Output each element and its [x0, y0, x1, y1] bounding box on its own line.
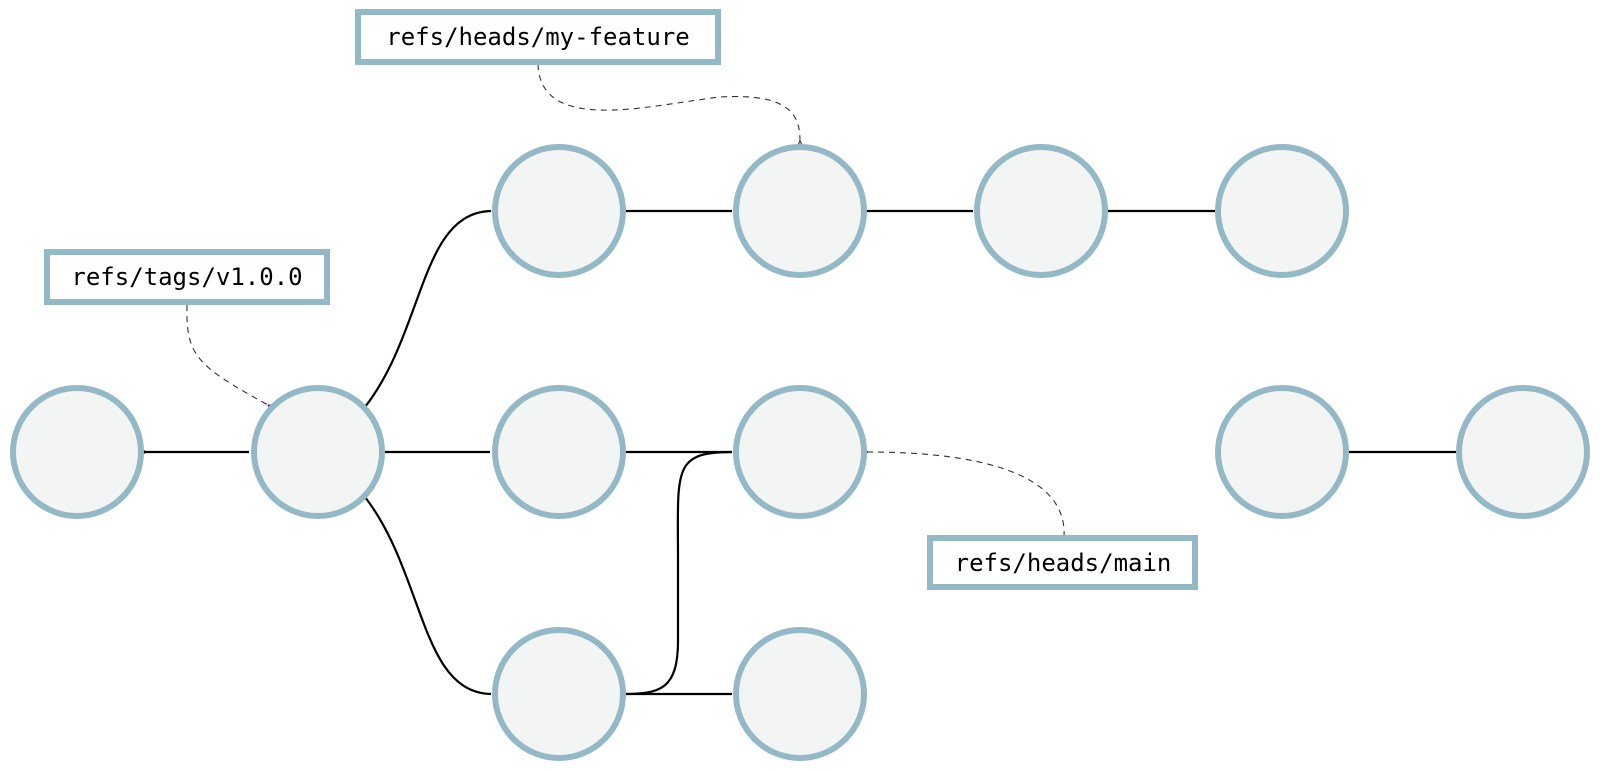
edge-c4-c9: [622, 450, 733, 694]
ref-text-main: refs/heads/main: [955, 549, 1172, 577]
commit-node-c12: [1215, 385, 1349, 519]
ref-label-tag: refs/tags/v1.0.0: [44, 249, 330, 305]
commit-node-c5: [733, 144, 867, 278]
commit-node-c10: [733, 627, 867, 761]
ref-text-tag: refs/tags/v1.0.0: [71, 263, 302, 291]
commit-node-c7: [974, 144, 1108, 278]
edge-c9-c2: [365, 497, 492, 696]
edges: [145, 211, 1456, 694]
ref-link-tag: [186, 304, 278, 413]
commit-node-c8: [1215, 144, 1349, 278]
ref-box-feature: [355, 9, 721, 65]
ref-links: [186, 63, 1065, 538]
ref-box-main: [927, 535, 1198, 590]
ref-label-feature: refs/heads/my-feature: [355, 9, 721, 65]
ref-text-feature: refs/heads/my-feature: [386, 23, 689, 51]
commit-node-c3: [492, 385, 626, 519]
ref-label-main: refs/heads/main: [927, 535, 1198, 590]
edge-c6-c2: [365, 209, 492, 407]
commit-node-c6: [492, 144, 626, 278]
commit-node-c9: [492, 627, 626, 761]
ref-link-main: [859, 447, 1065, 538]
commit-node-c2: [251, 385, 385, 519]
ref-link-feature: [537, 63, 805, 150]
commit-node-c4: [733, 385, 867, 519]
ref-box-tag: [44, 249, 330, 305]
commit-node-c11: [1456, 385, 1590, 519]
commits: [10, 144, 1590, 761]
commit-node-c1: [10, 385, 144, 519]
